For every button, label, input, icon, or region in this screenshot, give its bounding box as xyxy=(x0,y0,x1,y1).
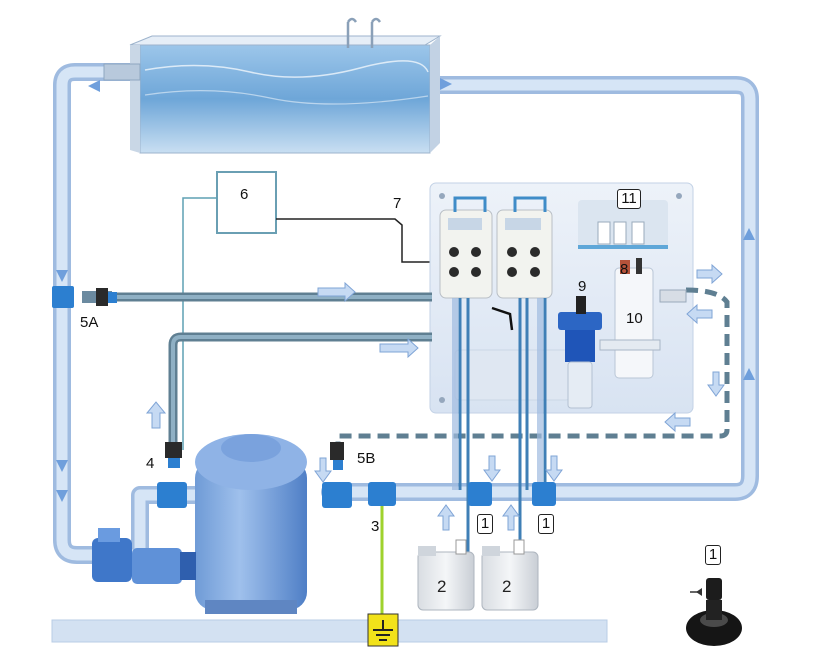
label-8: 8 xyxy=(620,261,629,278)
reagent-shelf xyxy=(578,200,668,249)
label-10: 10 xyxy=(626,310,643,327)
valve-5a xyxy=(52,286,117,308)
sample-pipes xyxy=(117,292,432,450)
sensor-wire xyxy=(182,197,217,450)
dosing-pump-1 xyxy=(439,209,493,299)
inline-filter xyxy=(558,296,602,409)
label-1-detail: 1 xyxy=(705,545,721,565)
foot-valve-detail xyxy=(686,578,742,646)
flow-arrows xyxy=(56,78,755,502)
circulation-pump xyxy=(92,528,196,584)
label-4: 4 xyxy=(146,455,155,472)
label-2-canister-2: 2 xyxy=(502,577,512,596)
valve-5b xyxy=(322,442,352,508)
label-1-canister-1: 1 xyxy=(477,514,493,534)
label-5b: 5B xyxy=(357,450,376,467)
dosing-pump-2 xyxy=(496,209,553,299)
valve-4 xyxy=(157,442,187,508)
controller-box xyxy=(216,171,277,234)
label-9: 9 xyxy=(578,278,587,295)
chemical-canister-1 xyxy=(417,539,475,611)
return-sample-pipe xyxy=(335,287,730,470)
label-6: 6 xyxy=(240,186,249,203)
floor-slab xyxy=(51,619,608,643)
ground-symbol xyxy=(367,613,399,647)
probe-holder xyxy=(599,258,687,379)
label-7: 7 xyxy=(393,195,402,212)
label-11: 11 xyxy=(617,189,641,209)
sand-filter xyxy=(195,434,307,614)
label-1-canister-2: 1 xyxy=(538,514,554,534)
chemical-lines xyxy=(458,298,547,560)
control-cable-7 xyxy=(276,218,432,263)
chemical-canister-2 xyxy=(481,539,539,611)
label-2-canister-1: 2 xyxy=(437,577,447,596)
label-5a: 5A xyxy=(80,314,99,331)
swimming-pool xyxy=(103,17,442,154)
label-3: 3 xyxy=(371,518,380,535)
tee-connectors xyxy=(368,482,556,506)
